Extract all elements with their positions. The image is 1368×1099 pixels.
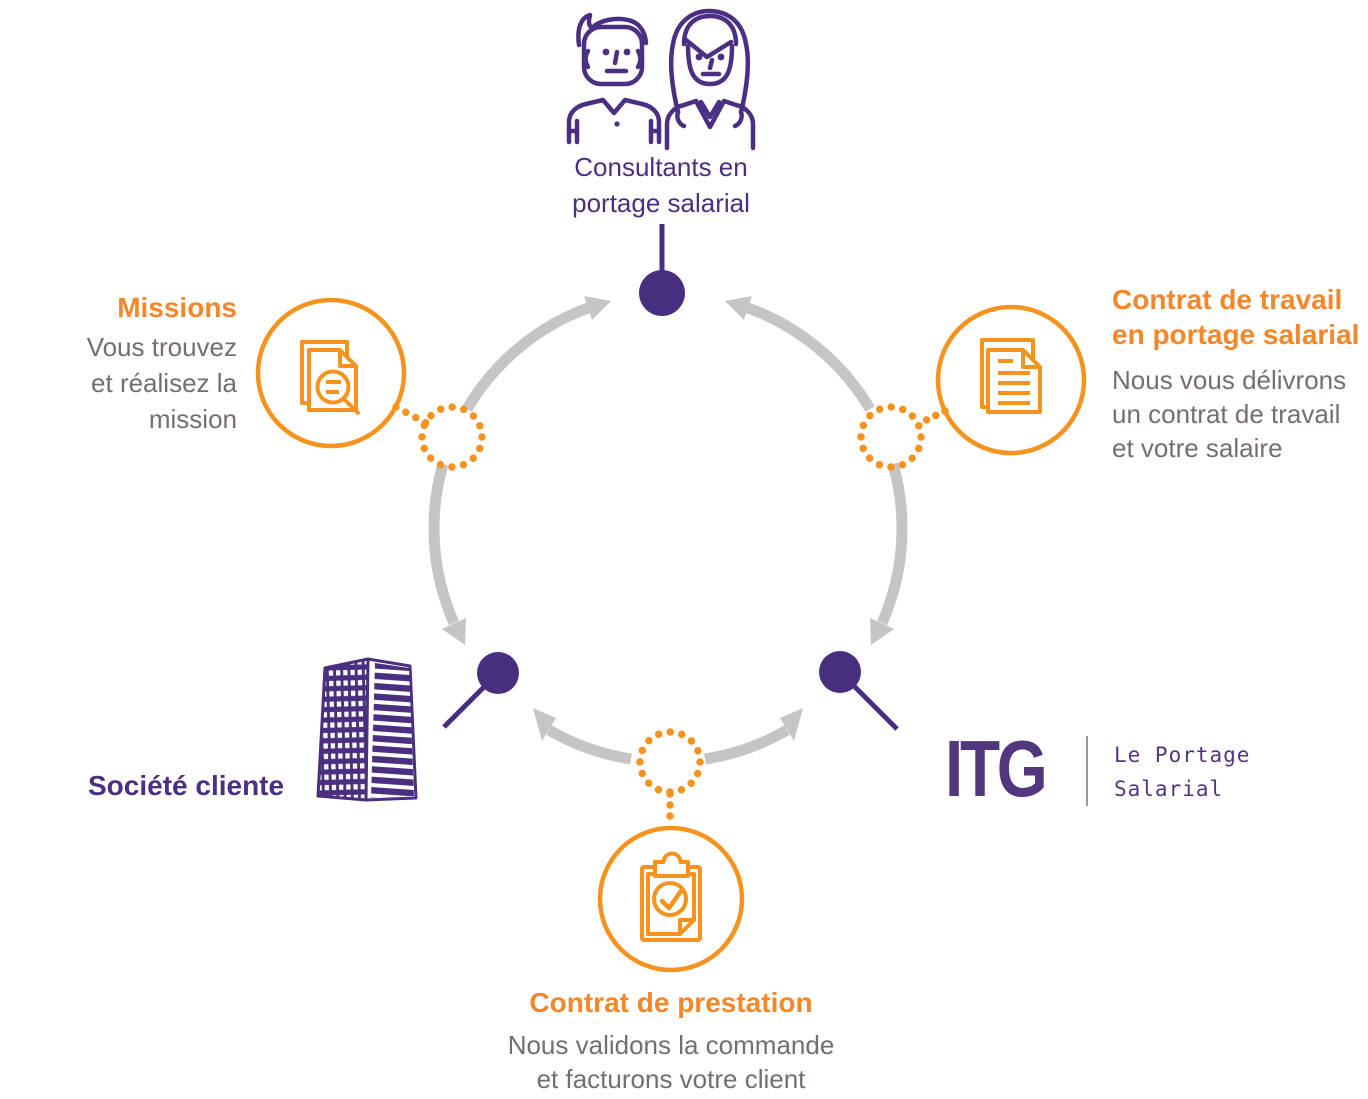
service-contract-title: Contrat de prestation bbox=[529, 987, 813, 1018]
missions-circle bbox=[255, 297, 407, 449]
missions-title: Missions bbox=[117, 292, 237, 323]
dotted-junctions bbox=[392, 403, 949, 831]
dotted-circle-contract bbox=[857, 403, 925, 471]
document-search-icon bbox=[300, 340, 361, 416]
itg-logo: ITG Le Portage Salarial bbox=[945, 724, 1250, 813]
consultants-people-icon bbox=[566, 8, 756, 151]
work-contract-circle bbox=[935, 304, 1087, 456]
service-contract-description: Nous validons la commande et facturons v… bbox=[431, 1028, 911, 1096]
consultants-label-line1: Consultants en bbox=[574, 152, 748, 182]
itg-tagline-line2: Salarial bbox=[1114, 777, 1224, 801]
client-company-label: Société cliente bbox=[88, 770, 285, 801]
client-node bbox=[477, 652, 519, 694]
consultants-label: Consultants en portage salarial bbox=[511, 149, 811, 221]
service-contract-desc-line1: Nous validons la commande bbox=[507, 1030, 835, 1060]
dotted-circle-missions bbox=[418, 403, 486, 471]
itg-node bbox=[819, 651, 861, 693]
arc-missions-to-consultants bbox=[462, 302, 590, 412]
arc-contract-to-itg bbox=[876, 462, 908, 626]
clipboard-check-icon bbox=[640, 851, 702, 942]
arc-prestation-to-itg bbox=[704, 725, 790, 765]
itg-tagline-line1: Le Portage bbox=[1114, 743, 1251, 767]
missions-description: Vous trouvez et réalisez la mission bbox=[0, 329, 237, 437]
work-contract-desc-line1: Nous vous délivrons bbox=[1112, 365, 1347, 395]
dotted-link-missions bbox=[392, 403, 430, 427]
missions-desc-line1: Vous trouvez bbox=[86, 332, 237, 362]
work-contract-title-line1: Contrat de travail bbox=[1112, 284, 1343, 315]
itg-logo-text: ITG bbox=[945, 724, 1048, 813]
dotted-circle-prestation bbox=[636, 728, 704, 796]
arc-prestation-to-client bbox=[546, 725, 632, 765]
document-lines-icon bbox=[980, 338, 1042, 414]
work-contract-description: Nous vous délivrons un contrat de travai… bbox=[1112, 363, 1368, 465]
arc-contract-to-consultants bbox=[746, 302, 875, 412]
work-contract-block: Contrat de travail en portage salarial N… bbox=[1112, 282, 1368, 465]
work-contract-desc-line3: et votre salaire bbox=[1112, 433, 1283, 463]
arrowhead-up-left bbox=[584, 296, 611, 320]
dotted-link-contract bbox=[914, 407, 949, 428]
missions-desc-line2: et réalisez la mission bbox=[91, 368, 237, 434]
arrowhead-down-left bbox=[442, 618, 466, 645]
arrowhead-bottom-left bbox=[533, 708, 556, 741]
consultants-label-line2: portage salarial bbox=[572, 188, 750, 218]
arrowhead-up-right bbox=[725, 296, 752, 320]
service-contract-desc-line2: et facturons votre client bbox=[536, 1064, 806, 1094]
consultants-node bbox=[639, 270, 685, 316]
missions-block: Missions Vous trouvez et réalisez la mis… bbox=[0, 291, 237, 437]
office-building-icon bbox=[316, 657, 418, 802]
service-contract-circle bbox=[597, 825, 745, 973]
cycle-ring-arcs bbox=[428, 302, 908, 765]
service-contract-block: Contrat de prestation Nous validons la c… bbox=[431, 986, 911, 1096]
cycle-arrowheads bbox=[442, 296, 894, 741]
work-contract-desc-line2: un contrat de travail bbox=[1112, 399, 1341, 429]
work-contract-title-line2: en portage salarial bbox=[1112, 319, 1360, 350]
arrowhead-bottom-right bbox=[780, 708, 803, 741]
itg-tagline: Le Portage Salarial bbox=[1114, 738, 1250, 806]
itg-logo-separator bbox=[1086, 736, 1088, 806]
arrowhead-down-right bbox=[870, 618, 894, 645]
party-nodes bbox=[442, 224, 899, 731]
arc-missions-to-client bbox=[428, 462, 460, 626]
work-contract-title: Contrat de travail en portage salarial bbox=[1112, 282, 1368, 352]
step-circles bbox=[255, 297, 1087, 973]
